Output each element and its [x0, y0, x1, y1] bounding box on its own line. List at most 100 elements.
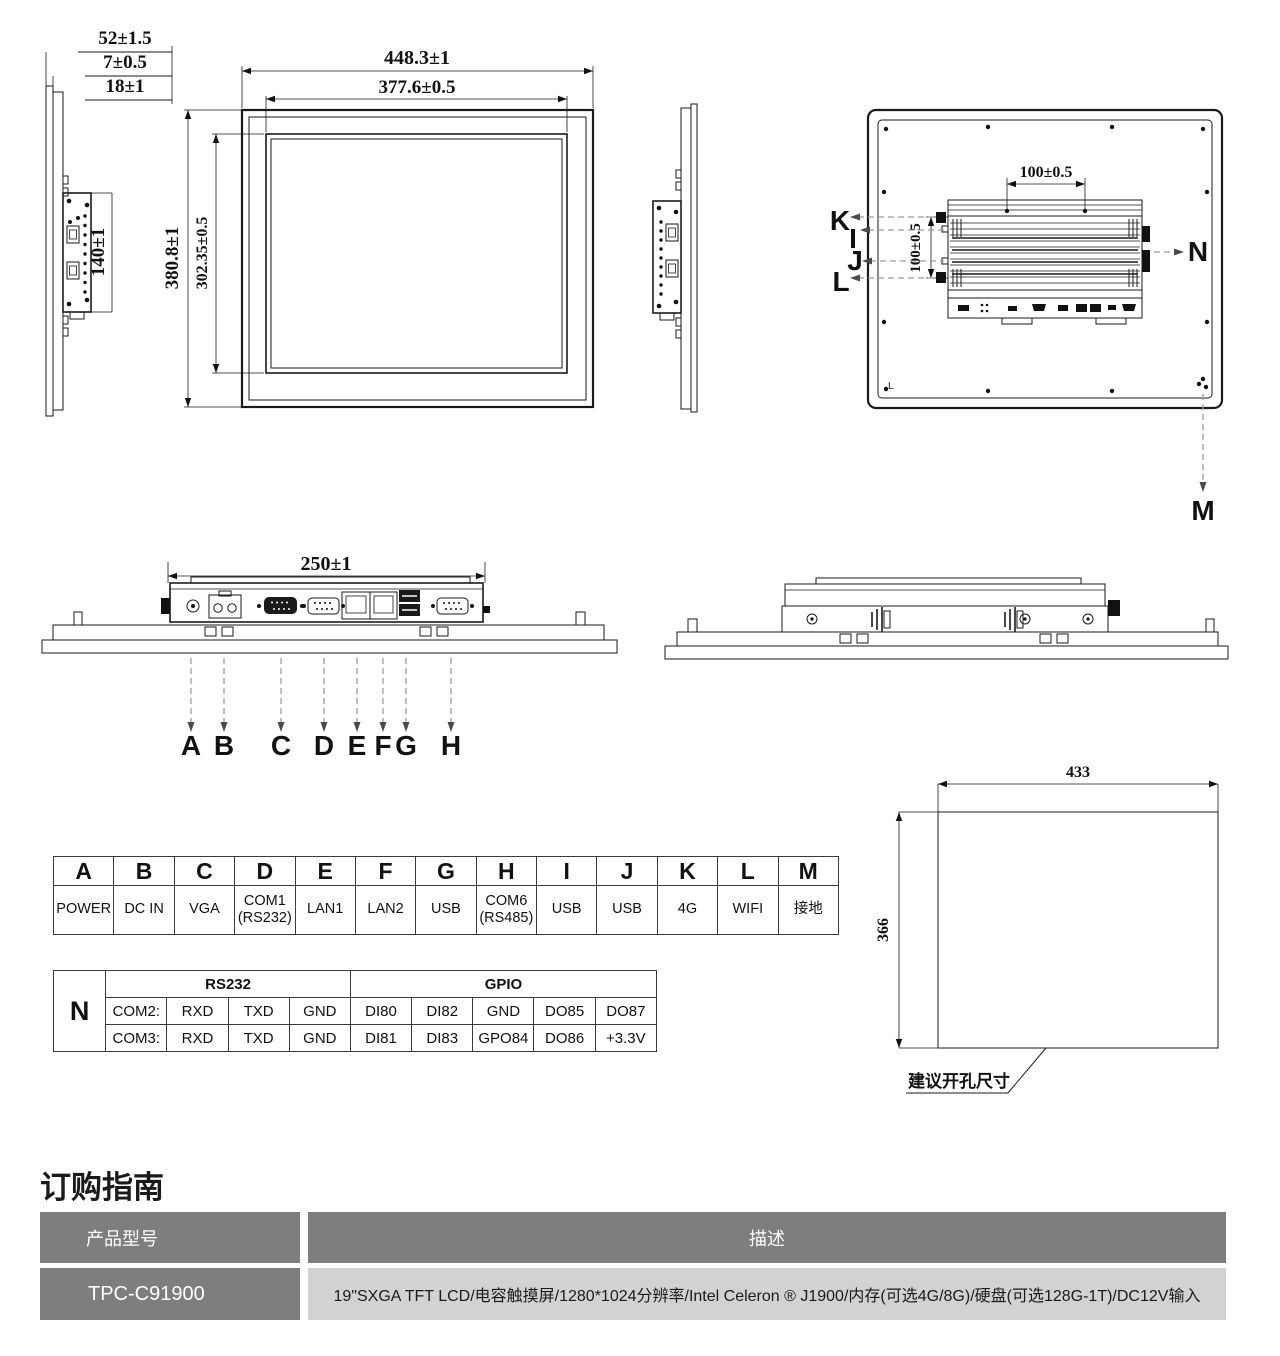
- pin-cell: RXD: [166, 1024, 229, 1052]
- dim-mount-vertical: 100±0.5: [908, 223, 924, 272]
- callout-k: K: [830, 205, 850, 236]
- callout-d: D: [314, 730, 334, 760]
- pin-cell: TXD: [227, 1024, 290, 1052]
- side-view-left: 140±1 52±1.5 7±0.5 18±1: [45, 28, 173, 417]
- bottom-view-ports: 250±1: [41, 553, 618, 760]
- pin-cell: DI80: [349, 997, 413, 1025]
- port-key-h: H: [475, 856, 538, 886]
- callout-g: G: [395, 730, 417, 760]
- cutout-drawing: 433 366 建议开孔尺寸: [875, 764, 1219, 1094]
- pin-cell: COM3:: [105, 1024, 168, 1052]
- port-value-h: COM6 (RS485): [475, 885, 538, 935]
- rear-corner-mark: L: [888, 381, 894, 392]
- pin-table-group-row: N RS232 GPIO: [52, 970, 658, 1052]
- callout-h: H: [441, 730, 461, 760]
- pin-cell: GPO84: [472, 1024, 535, 1052]
- dim-mount-horizontal: 100±0.5: [1020, 164, 1073, 181]
- port-table-header-row: A B C D E F G H I J K L M: [52, 856, 839, 886]
- port-key-b: B: [113, 856, 175, 886]
- port-value-m: 接地: [777, 885, 839, 935]
- pin-table: N RS232 GPIO COM2: RXD TXD GND DI80 DI82…: [52, 970, 658, 1052]
- port-key-e: E: [294, 856, 356, 886]
- dim-module-height: 140±1: [88, 228, 109, 276]
- pin-cell: TXD: [227, 997, 290, 1025]
- callout-n: N: [1188, 236, 1208, 267]
- pin-cell: GND: [288, 997, 351, 1025]
- pin-table-row-com2: COM2: RXD TXD GND DI80 DI82 GND DO85 DO8…: [54, 997, 658, 1025]
- pin-cell: GND: [288, 1024, 351, 1052]
- pin-cell: DO85: [533, 997, 596, 1025]
- callout-l: L: [832, 266, 849, 297]
- dim-side-depth: 52±1.5: [98, 28, 151, 49]
- callout-f: F: [374, 730, 391, 760]
- side-view-right: [652, 103, 698, 413]
- bottom-view-rear: [664, 577, 1229, 660]
- port-key-c: C: [173, 856, 236, 886]
- pin-cell: DI82: [411, 997, 474, 1025]
- dim-front-height: 380.8±1: [162, 227, 183, 290]
- dim-bottom-width: 250±1: [301, 553, 352, 575]
- dim-cutout-height: 366: [875, 918, 892, 942]
- pin-row-label: N: [52, 970, 107, 1052]
- port-value-b: DC IN: [113, 885, 175, 935]
- pin-group-rs232: RS232: [105, 970, 351, 998]
- dim-front-width: 448.3±1: [384, 47, 450, 69]
- pin-cell: DO86: [533, 1024, 596, 1052]
- port-key-f: F: [354, 856, 417, 886]
- front-view: 448.3±1 377.6±0.5 380.8±1 302.35±0.5: [162, 47, 595, 409]
- port-value-f: LAN2: [354, 885, 417, 935]
- callout-m: M: [1191, 495, 1214, 526]
- port-value-d: COM1 (RS232): [234, 885, 296, 935]
- port-value-e: LAN1: [294, 885, 356, 935]
- ordering-header-model-label: 产品型号: [86, 1228, 158, 1249]
- callout-e: E: [348, 730, 367, 760]
- dim-front-bezel: 7±0.5: [103, 52, 147, 73]
- callout-i: I: [849, 223, 857, 254]
- port-value-i: USB: [535, 885, 598, 935]
- pin-cell: RXD: [166, 997, 229, 1025]
- dim-display-width: 377.6±0.5: [379, 77, 456, 98]
- dim-cutout-width: 433: [1066, 764, 1090, 781]
- ordering-header-model: 产品型号: [40, 1212, 300, 1263]
- pin-group-gpio: GPIO: [349, 970, 658, 998]
- port-key-d: D: [234, 856, 296, 886]
- callout-j: J: [847, 245, 863, 276]
- pin-cell: DO87: [594, 997, 658, 1025]
- port-key-i: I: [535, 856, 598, 886]
- pin-cell: +3.3V: [594, 1024, 658, 1052]
- port-key-j: J: [596, 856, 658, 886]
- port-value-g: USB: [415, 885, 477, 935]
- port-table-value-row: POWER DC IN VGA COM1 (RS232) LAN1 LAN2 U…: [52, 885, 839, 935]
- pin-cell: DI81: [349, 1024, 413, 1052]
- pin-cell: DI83: [411, 1024, 474, 1052]
- port-key-k: K: [656, 856, 719, 886]
- port-key-g: G: [415, 856, 477, 886]
- pin-cell: COM2:: [105, 997, 168, 1025]
- port-value-c: VGA: [173, 885, 236, 935]
- pin-cell: GND: [472, 997, 535, 1025]
- port-value-k: 4G: [656, 885, 719, 935]
- port-value-a: POWER: [52, 885, 115, 935]
- product-model: TPC-C91900: [88, 1282, 205, 1305]
- port-key-a: A: [52, 856, 115, 886]
- callout-a: A: [181, 730, 201, 760]
- callout-c: C: [271, 730, 291, 760]
- pin-table-row-com3: COM3: RXD TXD GND DI81 DI83 GPO84 DO86 +…: [54, 1024, 658, 1052]
- dim-display-height: 302.35±0.5: [194, 217, 211, 290]
- ordering-row-model: TPC-C91900: [40, 1268, 300, 1320]
- dim-bezel-depth: 18±1: [106, 76, 145, 97]
- cutout-label: 建议开孔尺寸: [908, 1071, 1010, 1091]
- port-key-m: M: [777, 856, 839, 886]
- technical-drawings: 140±1 52±1.5 7±0.5 18±1 448.3±1: [41, 28, 1229, 760]
- ordering-header-description: 描述: [308, 1212, 1226, 1263]
- ordering-row-description: 19"SXGA TFT LCD/电容触摸屏/1280*1024分辨率/Intel…: [308, 1268, 1226, 1320]
- port-value-j: USB: [596, 885, 658, 935]
- product-description: 19"SXGA TFT LCD/电容触摸屏/1280*1024分辨率/Intel…: [333, 1288, 1201, 1305]
- port-key-l: L: [717, 856, 779, 886]
- rear-view: L: [830, 108, 1224, 526]
- port-legend-table: A B C D E F G H I J K L M POWER DC IN VG…: [52, 856, 839, 935]
- ordering-header-description-label: 描述: [749, 1228, 785, 1249]
- port-value-l: WIFI: [717, 885, 779, 935]
- callout-b: B: [214, 730, 234, 760]
